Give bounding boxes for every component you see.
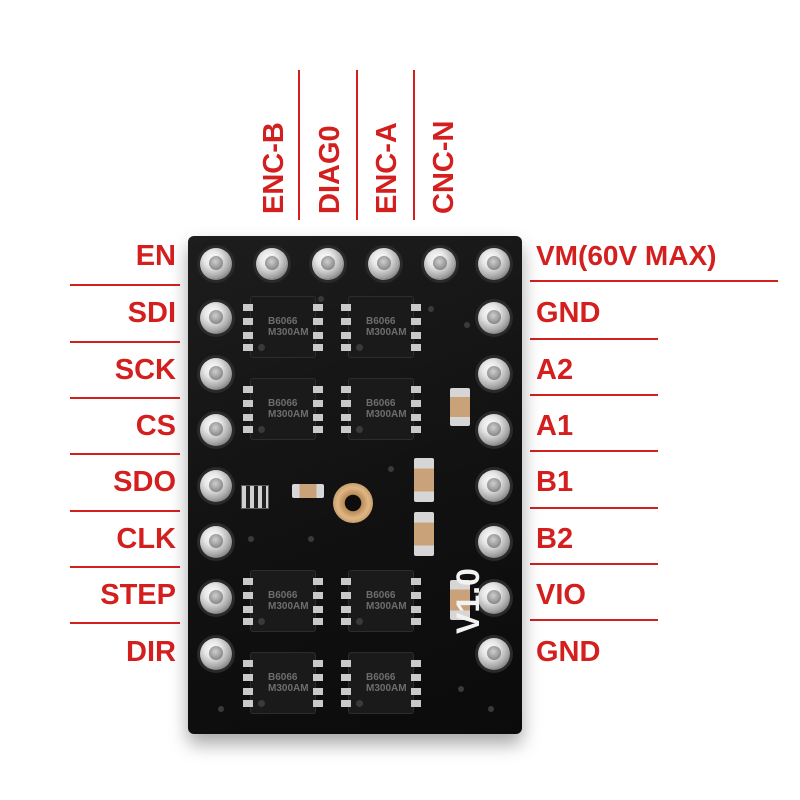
via	[488, 706, 494, 712]
left-label-sck: SCK	[114, 354, 176, 386]
via	[218, 706, 224, 712]
left-label-line-2	[70, 341, 180, 343]
right-label-line-4	[530, 450, 658, 452]
header-pin	[478, 414, 510, 446]
right-label-vm: VM(60V MAX)	[536, 240, 717, 271]
header-pin	[200, 358, 232, 390]
right-label-line-7	[530, 619, 658, 621]
right-label-gnd-bottom: GND	[536, 636, 601, 668]
right-label-gnd-top: GND	[536, 297, 601, 329]
right-label-line-2	[530, 338, 658, 340]
header-pin	[478, 358, 510, 390]
left-label-dir: DIR	[126, 636, 176, 668]
mounting-hole	[333, 483, 373, 523]
right-label-line-5	[530, 507, 658, 509]
via	[308, 536, 314, 542]
capacitor	[450, 388, 470, 426]
top-label-cnc-n: CNC-N	[428, 120, 460, 214]
left-label-clk: CLK	[116, 523, 176, 555]
right-label-line-1	[530, 280, 778, 282]
header-pin	[478, 526, 510, 558]
header-pin	[478, 638, 510, 670]
header-pin	[478, 302, 510, 334]
left-label-line-6	[70, 566, 180, 568]
header-pin	[200, 248, 232, 280]
capacitor	[292, 484, 324, 498]
left-label-step: STEP	[100, 579, 176, 611]
header-pin	[478, 582, 510, 614]
header-pin	[200, 302, 232, 334]
top-label-enc-b: ENC-B	[258, 122, 290, 214]
header-pin	[200, 414, 232, 446]
left-label-cs: CS	[135, 410, 176, 442]
header-pin	[200, 582, 232, 614]
via	[464, 322, 470, 328]
via	[388, 466, 394, 472]
right-label-b1: B1	[536, 466, 574, 498]
header-pin	[200, 638, 232, 670]
right-label-a1: A1	[536, 410, 574, 442]
right-label-vio: VIO	[536, 579, 586, 611]
header-pin	[200, 470, 232, 502]
left-label-sdi: SDI	[127, 297, 176, 329]
left-label-line-5	[70, 510, 180, 512]
top-label-line-enc-a	[413, 70, 415, 220]
top-label-line-diag0	[356, 70, 358, 220]
header-pin	[368, 248, 400, 280]
capacitor	[414, 512, 434, 556]
top-label-enc-a: ENC-A	[371, 122, 403, 214]
left-label-line-7	[70, 622, 180, 624]
resistor-array	[242, 486, 268, 508]
left-label-sdo: SDO	[113, 466, 176, 498]
via	[318, 296, 324, 302]
board-version-label: V1.0	[450, 568, 486, 634]
top-label-line-enc-b	[298, 70, 300, 220]
right-label-line-3	[530, 394, 658, 396]
left-label-en: EN	[135, 240, 176, 272]
via	[248, 536, 254, 542]
right-label-a2: A2	[536, 354, 574, 386]
header-pin	[256, 248, 288, 280]
right-label-b2: B2	[536, 523, 574, 555]
capacitor	[450, 580, 470, 620]
header-pin	[478, 248, 510, 280]
header-pin	[478, 470, 510, 502]
left-label-line-3	[70, 397, 180, 399]
header-pin	[200, 526, 232, 558]
header-pin	[312, 248, 344, 280]
top-label-diag0: DIAG0	[314, 125, 346, 214]
via	[458, 686, 464, 692]
left-label-line-4	[70, 453, 180, 455]
via	[428, 306, 434, 312]
left-label-line-1	[70, 284, 180, 286]
capacitor	[414, 458, 434, 502]
header-pin	[424, 248, 456, 280]
right-label-line-6	[530, 563, 658, 565]
